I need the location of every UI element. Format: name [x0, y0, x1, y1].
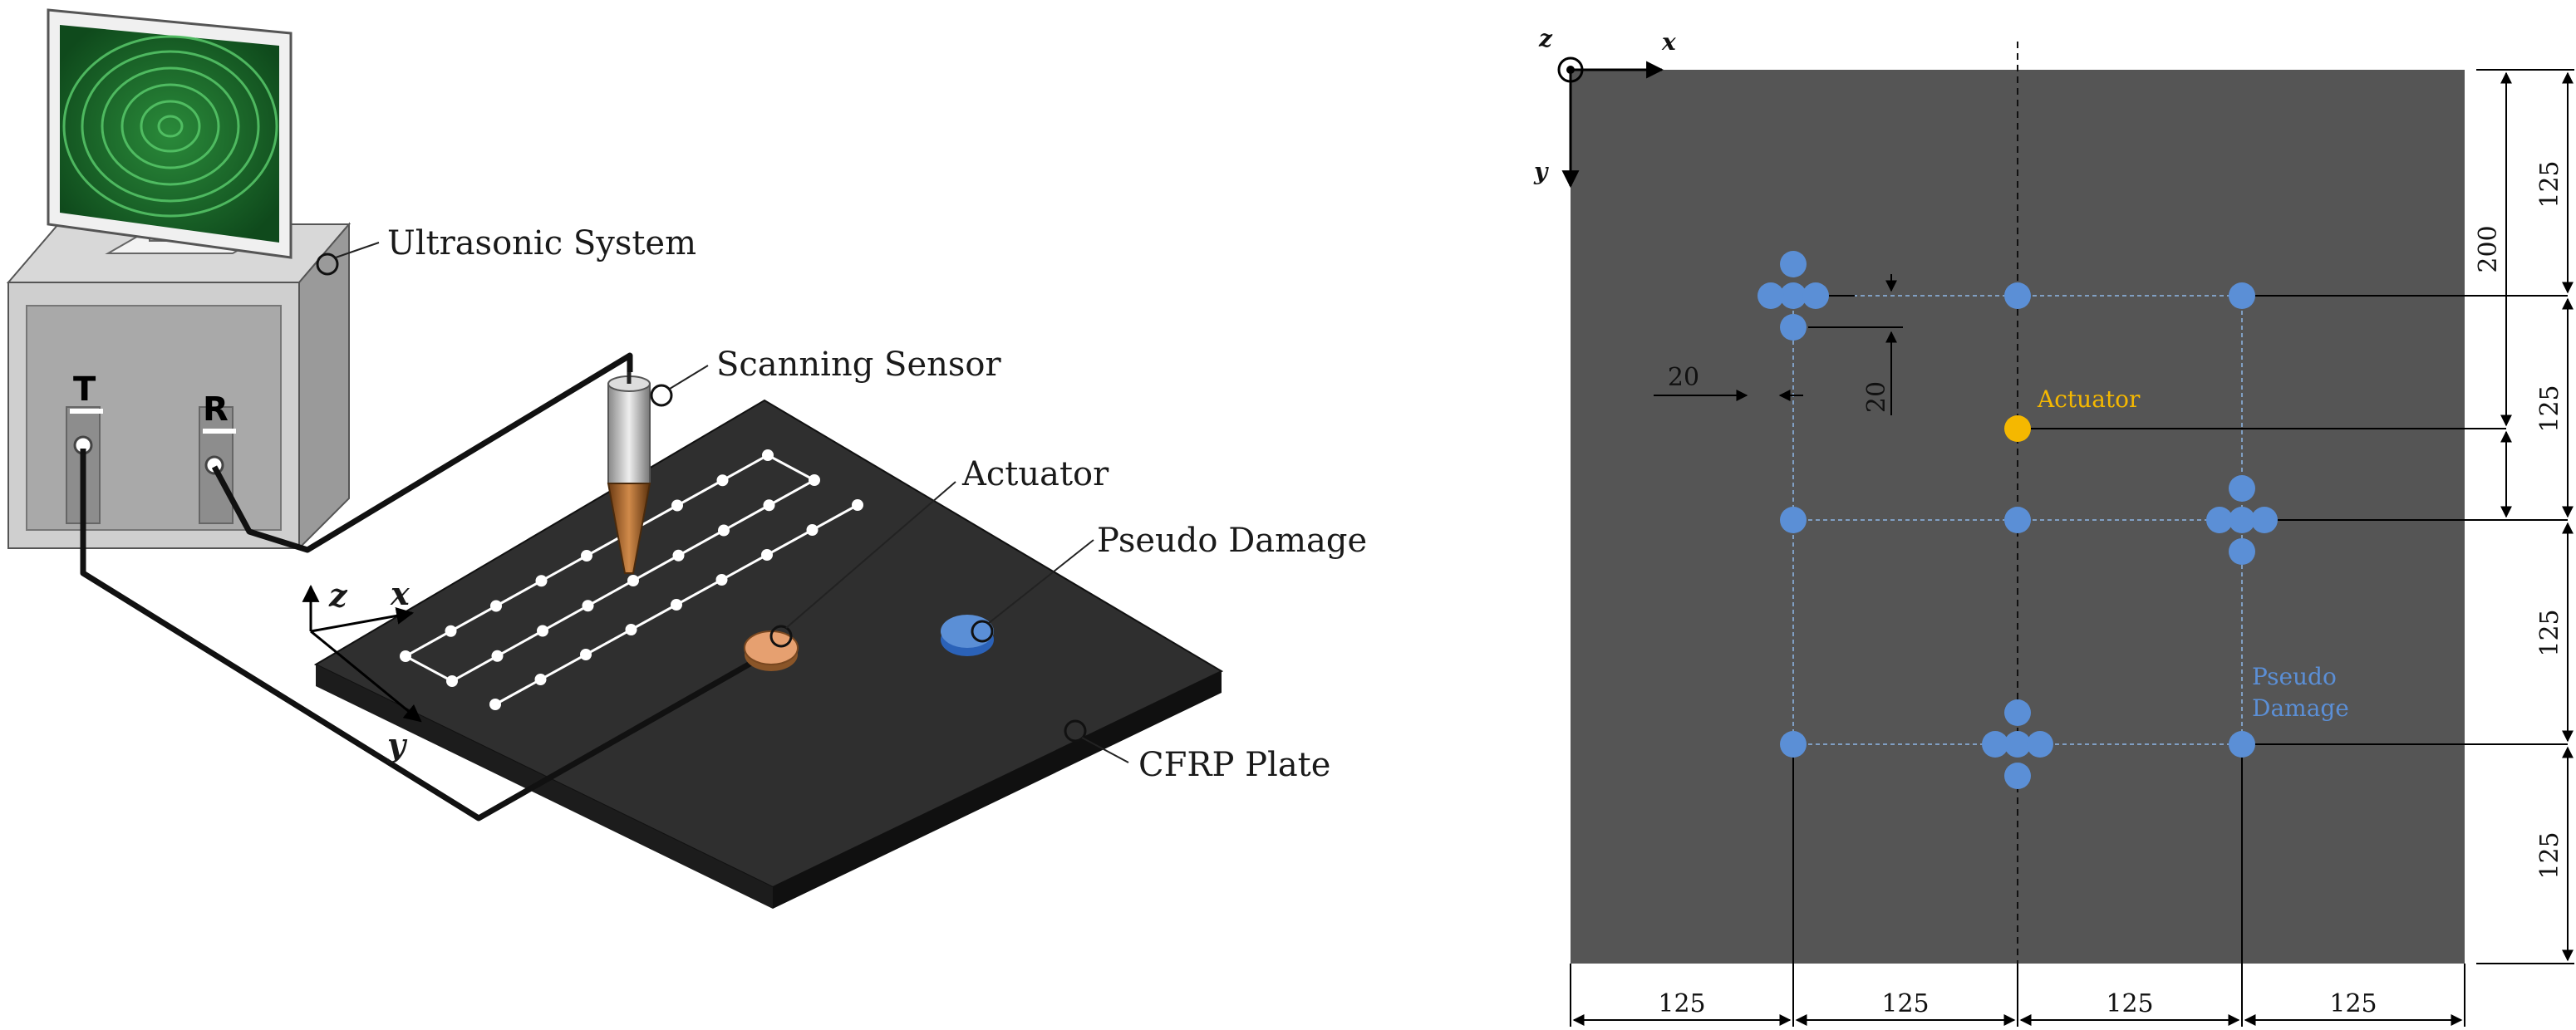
dim-small-h: 20	[1668, 363, 1699, 392]
plate-layout: Actuator Pseudo Damage z x y 125 125 125…	[1533, 25, 2574, 1027]
sensor-point	[1780, 507, 1807, 533]
scan-point	[716, 474, 729, 487]
sensor-point	[2027, 731, 2053, 758]
scan-point	[582, 600, 594, 612]
cables	[80, 352, 779, 822]
sensor-point	[1780, 731, 1807, 758]
small-dimensions: 20 20	[1654, 274, 1897, 415]
label-scanning-sensor: Scanning Sensor	[716, 346, 1001, 384]
setup-illustration: T R	[6, 8, 1367, 909]
right-dimensions: 125 125 125 125	[2535, 71, 2574, 962]
actuator-point-label: Actuator	[2037, 385, 2141, 413]
sensor-point	[2229, 538, 2255, 565]
dim-outer-200: 200	[2474, 225, 2503, 272]
sensor-point	[1982, 731, 2008, 758]
sensor-point	[2004, 731, 2031, 758]
scan-point	[715, 574, 728, 586]
sensor-point	[2004, 282, 2031, 309]
dim-small-v: 20	[1862, 381, 1891, 413]
scan-point	[671, 499, 683, 512]
label-actuator: Actuator	[961, 455, 1109, 493]
callouts	[316, 242, 1129, 763]
right-outer-dimensions: 200	[2474, 71, 2512, 518]
sensor-point	[1780, 314, 1807, 341]
plate-axis-y: y	[1533, 158, 1549, 185]
scan-point	[490, 600, 502, 612]
ultrasonic-system: T R	[6, 8, 351, 551]
dim-bottom-3: 125	[2106, 989, 2153, 1018]
sensor-point	[2004, 763, 2031, 789]
scan-point	[534, 674, 547, 685]
wave-rings	[62, 35, 278, 218]
scan-point	[491, 650, 504, 662]
scan-grid-points	[400, 449, 863, 710]
label-ultrasonic-system: Ultrasonic System	[387, 224, 696, 262]
dim-right-2: 125	[2535, 385, 2564, 432]
plate-axes: z x y	[1533, 25, 1676, 189]
scan-point	[535, 575, 548, 587]
plate-axis-z: z	[1538, 25, 1553, 52]
sensor-point	[2251, 507, 2278, 533]
sensor-points	[1757, 251, 2278, 789]
sensor-point	[1780, 251, 1807, 277]
axis-y-label: y	[386, 726, 408, 763]
scan-point	[489, 699, 501, 710]
dim-right-1: 125	[2535, 160, 2564, 208]
dim-bottom-4: 125	[2329, 989, 2377, 1018]
label-cfrp-plate: CFRP Plate	[1138, 746, 1330, 784]
plate-axis-x: x	[1661, 28, 1676, 56]
bottom-dimensions: 125 125 125 125	[1572, 989, 2463, 1026]
sensor-point	[1780, 282, 1807, 309]
scan-point	[446, 675, 458, 687]
sensor-point	[1757, 282, 1784, 309]
actuator-point	[2004, 415, 2031, 442]
scan-point	[445, 625, 457, 637]
sensor-point	[2229, 475, 2255, 502]
dim-right-3: 125	[2535, 609, 2564, 656]
sensor-point	[2229, 507, 2255, 533]
axis-z-label: z	[328, 576, 348, 614]
sensor-point	[2206, 507, 2233, 533]
scan-point	[672, 549, 685, 562]
scan-point	[400, 650, 411, 662]
sensor-point	[1802, 282, 1829, 309]
scan-point	[718, 524, 730, 537]
scan-point	[581, 550, 592, 562]
scan-point	[761, 549, 773, 561]
scanning-sensor	[607, 372, 651, 574]
scan-point	[537, 625, 548, 637]
scan-point	[625, 624, 637, 635]
port-t-label: T	[73, 370, 96, 409]
scan-point	[806, 524, 819, 536]
port-r-label: R	[203, 390, 229, 429]
sensor-point	[2229, 731, 2255, 758]
scan-point	[627, 575, 639, 586]
axis-x-label: x	[390, 575, 410, 612]
scan-point	[852, 499, 863, 511]
scan-point	[762, 449, 774, 461]
scan-point	[763, 499, 775, 512]
setup-axes: z x y	[302, 575, 422, 763]
extension-lines	[1570, 69, 2574, 1027]
dim-bottom-2: 125	[1881, 989, 1929, 1018]
scan-point	[580, 649, 592, 660]
sensor-point	[2229, 282, 2255, 309]
scan-point	[671, 599, 682, 611]
dim-bottom-1: 125	[1658, 989, 1705, 1018]
pseudo-damage-marker	[941, 615, 994, 656]
dim-right-4: 125	[2535, 831, 2564, 879]
pseudo-label-line2: Damage	[2252, 694, 2349, 722]
scan-point	[809, 474, 820, 486]
sensor-point	[2004, 507, 2031, 533]
sensor-point	[2004, 699, 2031, 726]
label-pseudo-damage: Pseudo Damage	[1097, 522, 1367, 560]
pseudo-label-line1: Pseudo	[2252, 663, 2337, 690]
